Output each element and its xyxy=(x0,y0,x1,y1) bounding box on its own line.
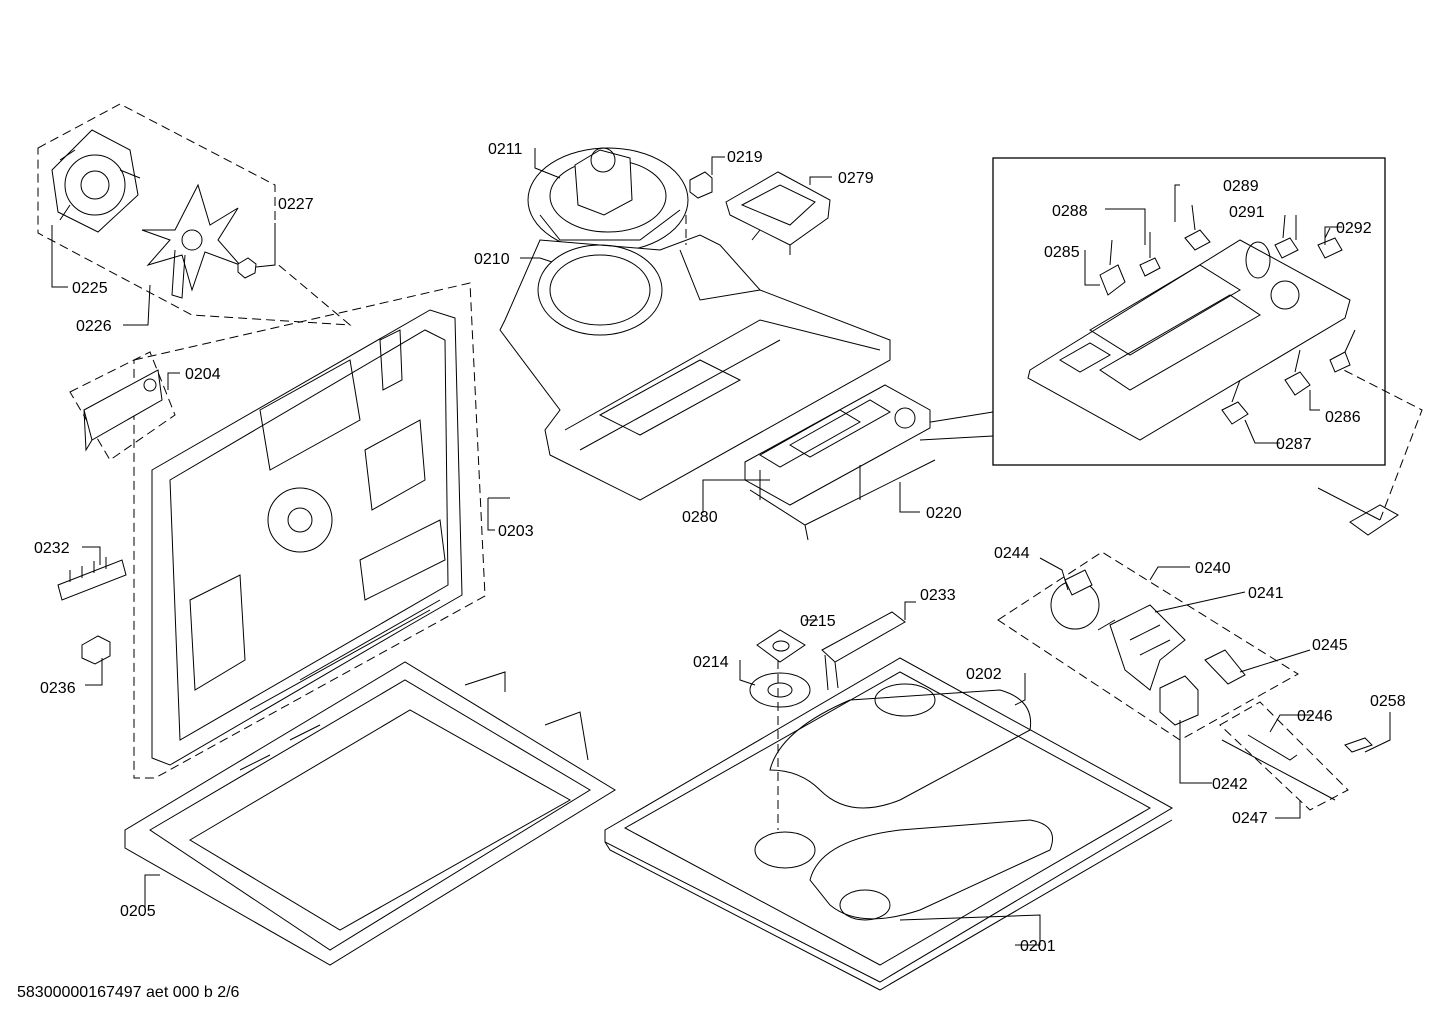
callout-0244: 0244 xyxy=(994,545,1030,562)
group-fan-motor-outline xyxy=(37,103,352,326)
callout-0289: 0289 xyxy=(1223,178,1259,195)
callout-0210: 0210 xyxy=(474,251,510,268)
callout-labels: 0211 0219 0279 0227 0210 0225 0226 0204 … xyxy=(17,141,1406,1001)
callout-0280: 0280 xyxy=(682,509,718,526)
callout-0241: 0241 xyxy=(1248,585,1284,602)
callout-0220: 0220 xyxy=(926,505,962,522)
fan-housing-part xyxy=(527,147,689,253)
group-detail-link xyxy=(1331,363,1423,521)
back-panel-part xyxy=(151,309,463,766)
callout-0233: 0233 xyxy=(920,587,956,604)
leader-lines xyxy=(51,148,1391,946)
callout-0258: 0258 xyxy=(1370,693,1406,710)
callout-0225: 0225 xyxy=(72,280,108,297)
callout-0247: 0247 xyxy=(1232,810,1268,827)
callout-0291: 0291 xyxy=(1229,204,1265,221)
callout-0292: 0292 xyxy=(1336,220,1372,237)
callout-0204: 0204 xyxy=(185,366,221,383)
callout-0285: 0285 xyxy=(1044,244,1080,261)
callout-0245: 0245 xyxy=(1312,637,1348,654)
callout-0236: 0236 xyxy=(40,680,76,697)
relay-carrier-part xyxy=(725,171,831,255)
switch-part xyxy=(1109,604,1186,691)
thermostat-part xyxy=(1050,569,1116,631)
callout-0279: 0279 xyxy=(838,170,874,187)
fan-nut-part xyxy=(237,257,257,279)
light-switch-part xyxy=(1159,675,1199,726)
cable-clip-part xyxy=(689,171,713,199)
bearing-cover-part xyxy=(756,629,806,663)
callout-0201: 0201 xyxy=(1020,938,1056,955)
callout-0232: 0232 xyxy=(34,540,70,557)
callout-0202: 0202 xyxy=(966,666,1002,683)
lamp-socket-part xyxy=(1204,649,1246,685)
group-sensor-outline xyxy=(1219,701,1349,811)
callout-0240: 0240 xyxy=(1195,560,1231,577)
callout-0214: 0214 xyxy=(693,654,729,671)
detail-pcb-part xyxy=(1027,204,1356,441)
group-back-panel-outline xyxy=(133,282,486,779)
fan-motor-part xyxy=(51,129,141,233)
support-rail-part xyxy=(821,611,906,691)
pcb-detail-box xyxy=(992,157,1386,466)
callout-0219: 0219 xyxy=(727,149,763,166)
fan-duct-part xyxy=(499,234,891,501)
temperature-probe-part xyxy=(1317,487,1399,536)
callout-0226: 0226 xyxy=(76,318,112,335)
callout-0205: 0205 xyxy=(120,903,156,920)
callout-0288: 0288 xyxy=(1052,203,1088,220)
bearing-plate-part xyxy=(749,672,811,708)
insulation-part xyxy=(83,369,163,452)
base-plate-part xyxy=(604,657,1174,991)
callout-0211: 0211 xyxy=(488,141,523,158)
callout-0286: 0286 xyxy=(1325,409,1361,426)
callout-0287: 0287 xyxy=(1276,436,1312,453)
document-id: 58300000167497 aet 000 b 2/6 xyxy=(17,984,240,1001)
callout-0203: 0203 xyxy=(498,523,534,540)
group-insulation-outline xyxy=(69,351,176,461)
sensor-rod-part xyxy=(1221,734,1373,801)
front-frame-part xyxy=(124,661,616,966)
callout-0215: 0215 xyxy=(800,613,836,630)
clip-part xyxy=(81,635,111,665)
terminal-block-part xyxy=(57,557,127,601)
callout-0246: 0246 xyxy=(1297,708,1333,725)
callout-0242: 0242 xyxy=(1212,776,1248,793)
callout-0227: 0227 xyxy=(278,196,314,213)
fan-wheel-part xyxy=(141,183,241,299)
group-thermostat-outline xyxy=(997,551,1299,741)
pcb-bracket-part xyxy=(749,459,936,541)
